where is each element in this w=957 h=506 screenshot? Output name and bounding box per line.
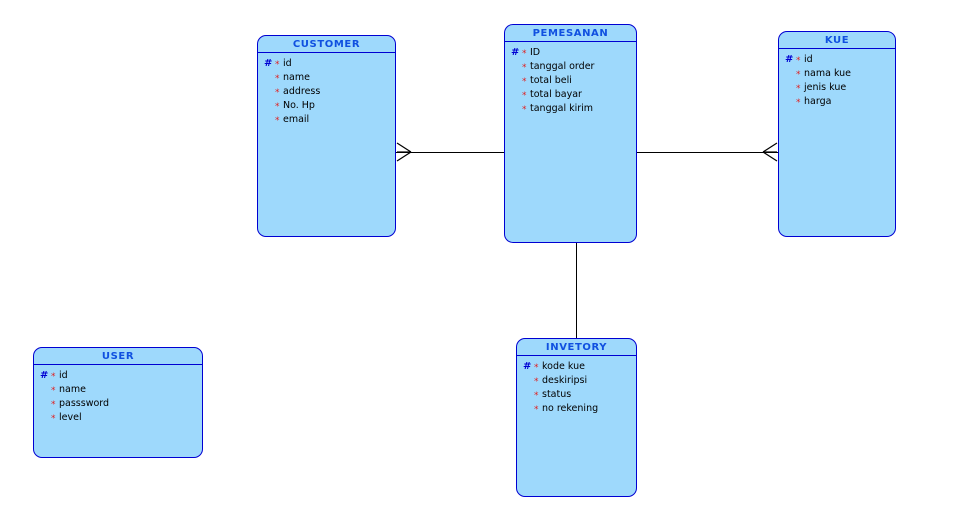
mandatory-asterisk-icon: * bbox=[796, 70, 801, 80]
mandatory-asterisk-icon: * bbox=[275, 102, 280, 112]
attribute-name: No. Hp bbox=[283, 100, 315, 111]
entity-user[interactable]: USER#*id*name*passsword*level bbox=[33, 347, 203, 458]
attribute-name: email bbox=[283, 114, 310, 125]
attribute-name: no rekening bbox=[542, 403, 599, 414]
attribute-row: *passsword bbox=[34, 397, 202, 411]
attribute-name: name bbox=[283, 72, 310, 83]
primary-key-icon: # bbox=[264, 58, 273, 69]
mandatory-asterisk-icon: * bbox=[51, 400, 56, 410]
attribute-row: #*id bbox=[258, 57, 395, 71]
attribute-name: name bbox=[59, 384, 86, 395]
attribute-name: deskiripsi bbox=[542, 375, 588, 386]
mandatory-asterisk-icon: * bbox=[534, 363, 539, 373]
attribute-name: id bbox=[283, 58, 292, 69]
attribute-row: *jenis kue bbox=[779, 81, 895, 95]
attribute-name: id bbox=[804, 54, 813, 65]
attribute-row: *status bbox=[517, 388, 636, 402]
connector-pemesanan-kue[interactable] bbox=[637, 152, 778, 154]
attribute-name: kode kue bbox=[542, 361, 585, 372]
attribute-row: *harga bbox=[779, 95, 895, 109]
connector-customer-pemesanan[interactable] bbox=[396, 152, 504, 154]
attribute-row: *email bbox=[258, 113, 395, 127]
mandatory-asterisk-icon: * bbox=[534, 405, 539, 415]
attribute-row: #*kode kue bbox=[517, 360, 636, 374]
entity-title-pemesanan: PEMESANAN bbox=[505, 25, 636, 42]
attribute-row: *name bbox=[34, 383, 202, 397]
attribute-name: address bbox=[283, 86, 321, 97]
attribute-row: *no rekening bbox=[517, 402, 636, 416]
attribute-name: harga bbox=[804, 96, 832, 107]
attribute-name: passsword bbox=[59, 398, 110, 409]
attribute-name: jenis kue bbox=[804, 82, 847, 93]
attribute-row: *name bbox=[258, 71, 395, 85]
attribute-row: *address bbox=[258, 85, 395, 99]
mandatory-asterisk-icon: * bbox=[51, 386, 56, 396]
mandatory-asterisk-icon: * bbox=[51, 372, 56, 382]
mandatory-asterisk-icon: * bbox=[522, 63, 527, 73]
entity-title-invetory: INVETORY bbox=[517, 339, 636, 356]
entity-kue[interactable]: KUE#*id*nama kue*jenis kue*harga bbox=[778, 31, 896, 237]
attribute-row: *total beli bbox=[505, 74, 636, 88]
attribute-row: *deskiripsi bbox=[517, 374, 636, 388]
primary-key-icon: # bbox=[785, 54, 794, 65]
attribute-row: #*ID bbox=[505, 46, 636, 60]
attribute-name: tanggal order bbox=[530, 61, 595, 72]
entity-title-customer: CUSTOMER bbox=[258, 36, 395, 53]
mandatory-asterisk-icon: * bbox=[275, 116, 280, 126]
attribute-row: *tanggal order bbox=[505, 60, 636, 74]
attribute-list-kue: #*id*nama kue*jenis kue*harga bbox=[779, 49, 895, 109]
attribute-list-user: #*id*name*passsword*level bbox=[34, 365, 202, 425]
primary-key-icon: # bbox=[40, 370, 49, 381]
attribute-list-customer: #*id*name*address*No. Hp*email bbox=[258, 53, 395, 127]
entity-pemesanan[interactable]: PEMESANAN#*ID*tanggal order*total beli*t… bbox=[504, 24, 637, 243]
entity-invetory[interactable]: INVETORY#*kode kue*deskiripsi*status*no … bbox=[516, 338, 637, 497]
entity-title-user: USER bbox=[34, 348, 202, 365]
mandatory-asterisk-icon: * bbox=[275, 88, 280, 98]
mandatory-asterisk-icon: * bbox=[522, 49, 527, 59]
mandatory-asterisk-icon: * bbox=[275, 74, 280, 84]
mandatory-asterisk-icon: * bbox=[522, 77, 527, 87]
crowsfoot-customer bbox=[396, 142, 412, 162]
mandatory-asterisk-icon: * bbox=[796, 98, 801, 108]
primary-key-icon: # bbox=[523, 361, 532, 372]
attribute-name: total beli bbox=[530, 75, 572, 86]
attribute-row: *total bayar bbox=[505, 88, 636, 102]
attribute-row: *No. Hp bbox=[258, 99, 395, 113]
attribute-row: *level bbox=[34, 411, 202, 425]
attribute-name: status bbox=[542, 389, 572, 400]
entity-customer[interactable]: CUSTOMER#*id*name*address*No. Hp*email bbox=[257, 35, 396, 237]
mandatory-asterisk-icon: * bbox=[534, 377, 539, 387]
mandatory-asterisk-icon: * bbox=[796, 84, 801, 94]
attribute-name: total bayar bbox=[530, 89, 582, 100]
attribute-row: #*id bbox=[34, 369, 202, 383]
attribute-name: tanggal kirim bbox=[530, 103, 594, 114]
mandatory-asterisk-icon: * bbox=[796, 56, 801, 66]
attribute-row: #*id bbox=[779, 53, 895, 67]
entity-title-kue: KUE bbox=[779, 32, 895, 49]
attribute-row: *tanggal kirim bbox=[505, 102, 636, 116]
mandatory-asterisk-icon: * bbox=[522, 91, 527, 101]
attribute-list-pemesanan: #*ID*tanggal order*total beli*total baya… bbox=[505, 42, 636, 116]
primary-key-icon: # bbox=[511, 47, 520, 58]
mandatory-asterisk-icon: * bbox=[522, 105, 527, 115]
connector-pemesanan-invetory[interactable] bbox=[576, 243, 578, 338]
attribute-name: nama kue bbox=[804, 68, 852, 79]
mandatory-asterisk-icon: * bbox=[534, 391, 539, 401]
attribute-row: *nama kue bbox=[779, 67, 895, 81]
attribute-list-invetory: #*kode kue*deskiripsi*status*no rekening bbox=[517, 356, 636, 416]
mandatory-asterisk-icon: * bbox=[275, 60, 280, 70]
mandatory-asterisk-icon: * bbox=[51, 414, 56, 424]
attribute-name: id bbox=[59, 370, 68, 381]
crowsfoot-kue bbox=[762, 142, 778, 162]
attribute-name: level bbox=[59, 412, 82, 423]
attribute-name: ID bbox=[530, 47, 541, 58]
